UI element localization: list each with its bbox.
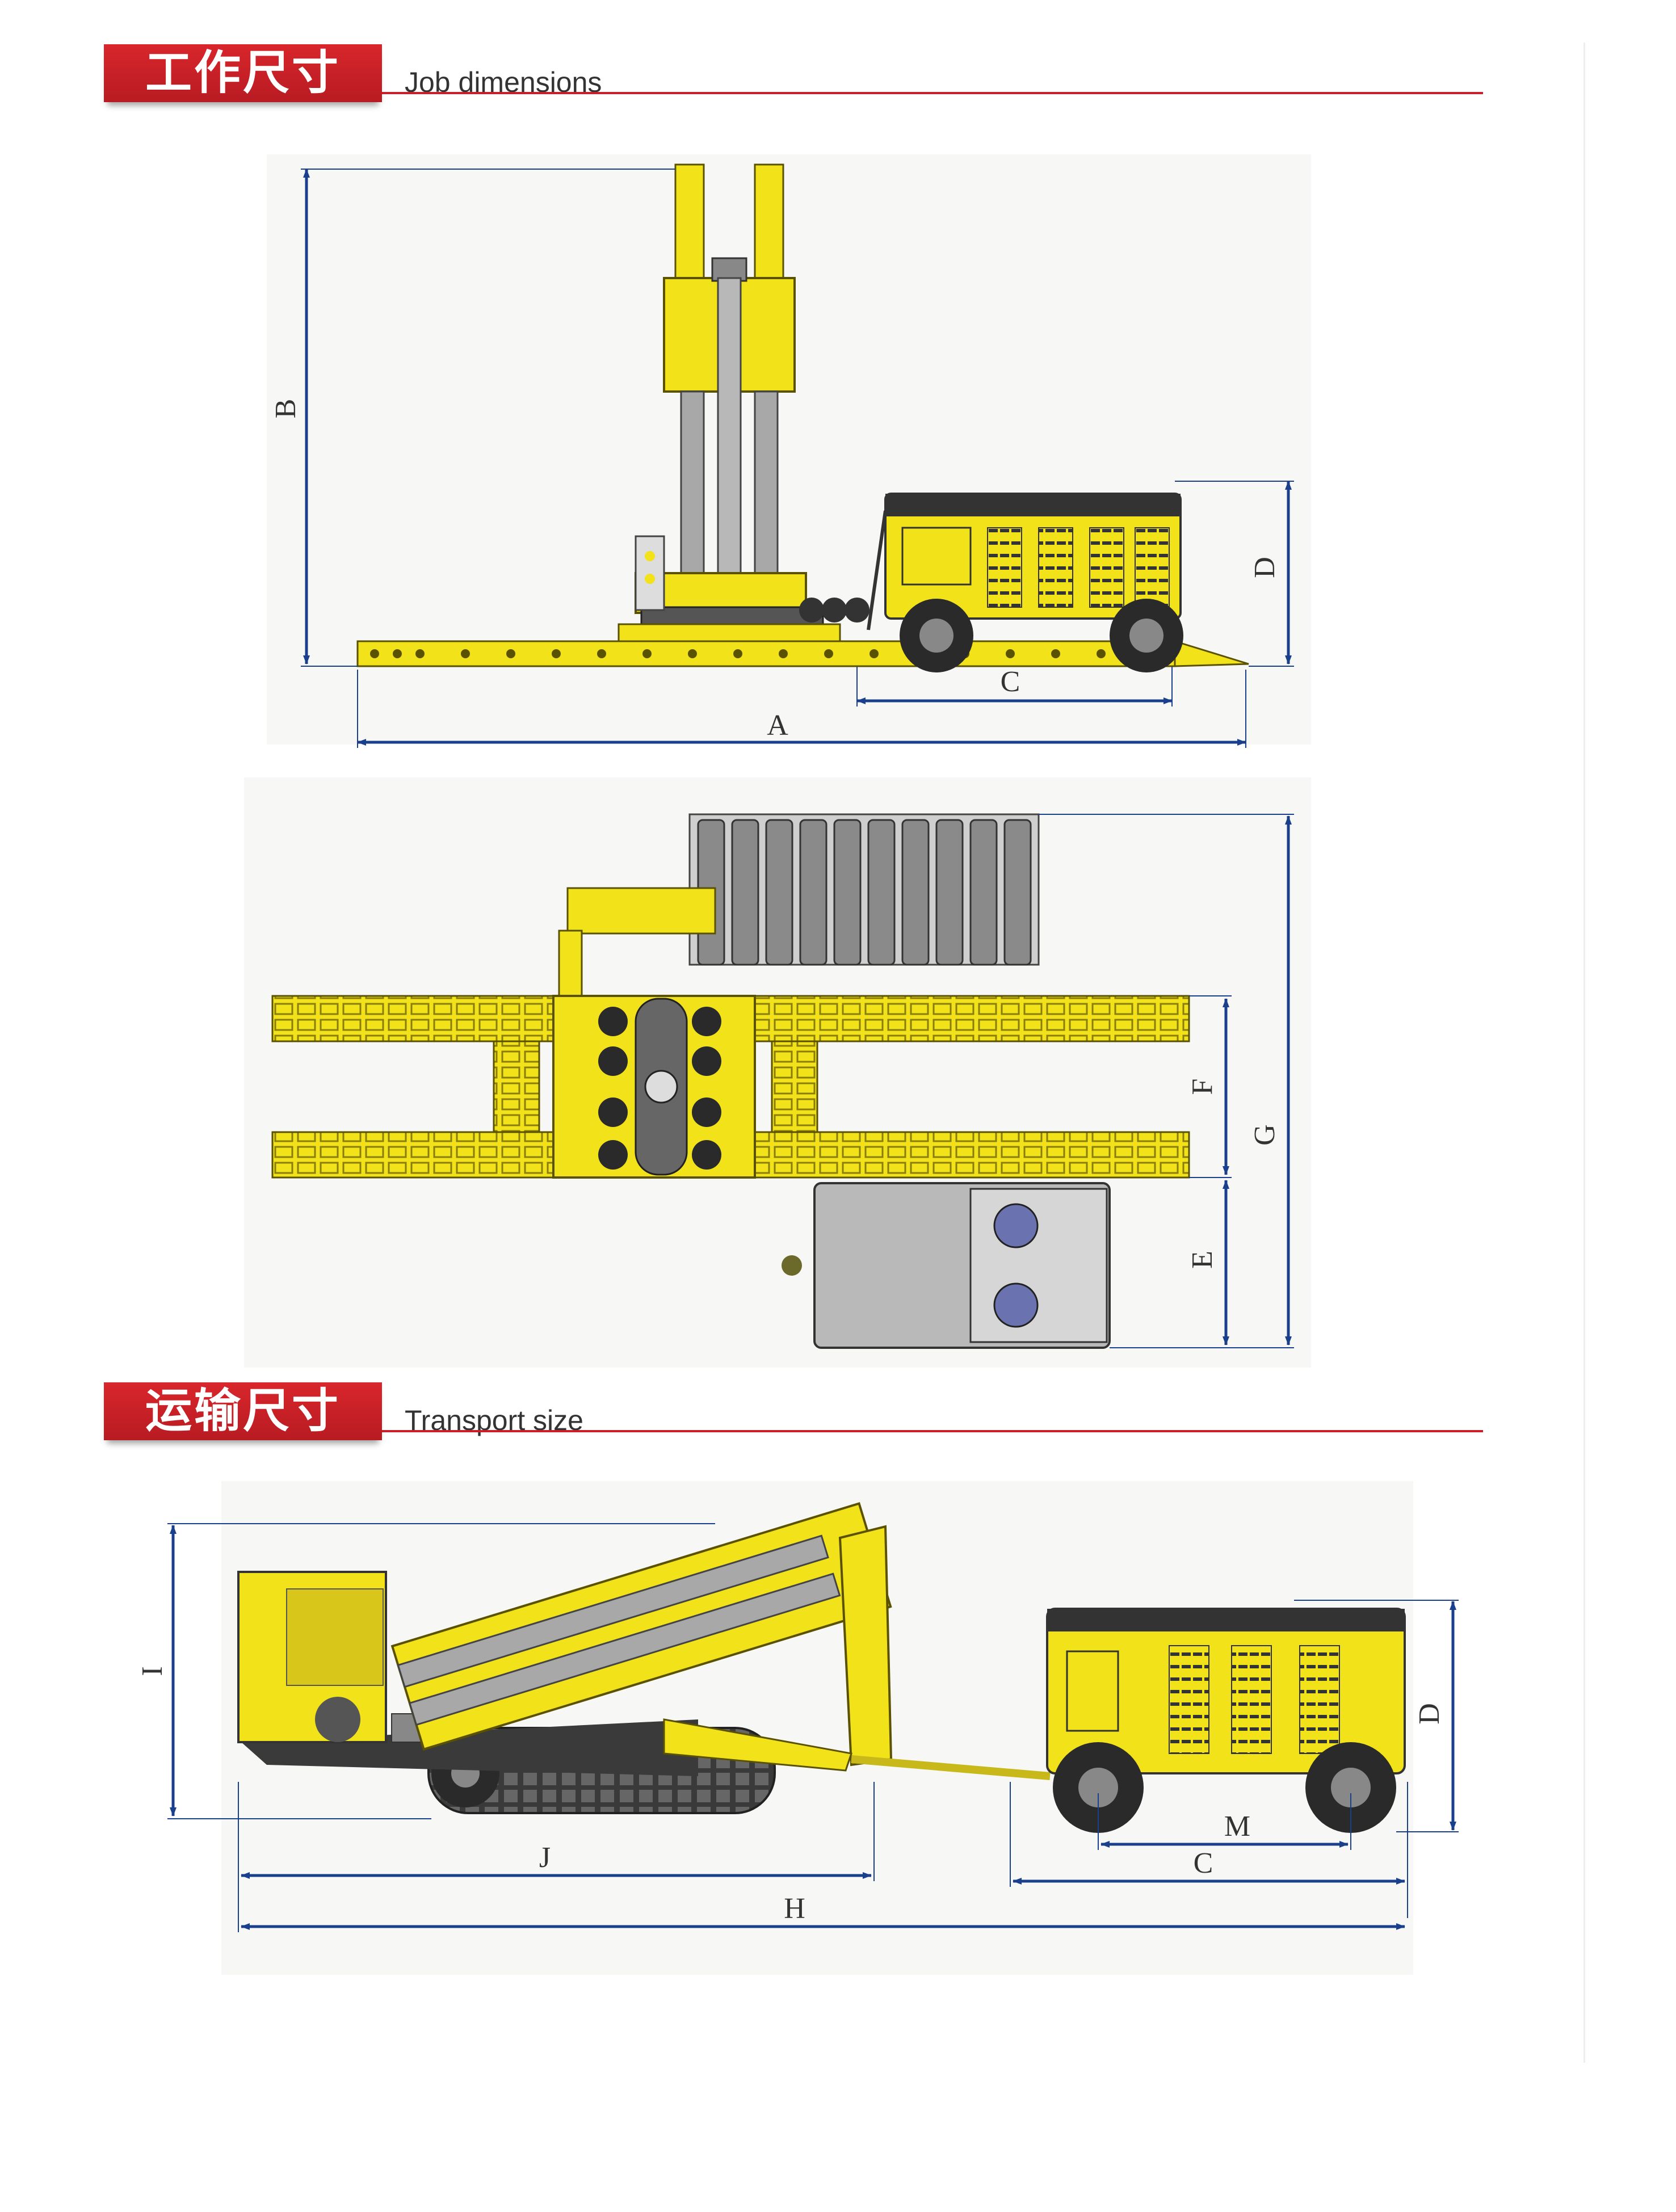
section-title-box <box>104 44 382 102</box>
dimension-label-h: H <box>784 1893 805 1925</box>
dimension-label-d-transport: D <box>1413 1703 1446 1725</box>
section-underline <box>382 1430 1483 1432</box>
section-header-job-dimensions: 工作尺寸 Job dimensions <box>104 44 1483 112</box>
section-underline <box>382 92 1483 94</box>
dimension-label-j: J <box>539 1841 551 1874</box>
page-right-margin-rule <box>1583 43 1585 2063</box>
drawing-transport-side-view: I D M C J H <box>136 1481 1459 1975</box>
tow-bar <box>851 1755 1051 1780</box>
carrier-frame <box>241 1719 698 1776</box>
guide-rod-left <box>680 390 705 580</box>
dimension-label-c-transport: C <box>1194 1847 1213 1879</box>
control-panel <box>635 535 665 611</box>
dimension-label-i: I <box>136 1666 169 1676</box>
guide-rod-center <box>717 277 742 580</box>
dimension-label-a: A <box>767 709 788 742</box>
dimension-label-c-job: C <box>1001 666 1020 698</box>
dimension-label-b: B <box>270 399 302 419</box>
section-title-box <box>104 1382 382 1440</box>
dimension-label-m: M <box>1224 1810 1250 1843</box>
section-title-cn: 工作尺寸 <box>145 46 341 100</box>
drawing-job-side-view: B D C A <box>267 154 1311 748</box>
section-title-cn: 运输尺寸 <box>145 1384 341 1438</box>
rod-loader-arm <box>566 887 716 935</box>
dimension-label-d-job: D <box>1249 557 1281 578</box>
dimension-label-g: G <box>1249 1124 1281 1146</box>
drawing-job-top-view: F E G <box>244 777 1311 1368</box>
dimension-label-e: E <box>1186 1251 1219 1269</box>
guide-rod-right <box>754 390 779 580</box>
dimension-label-f: F <box>1186 1079 1219 1095</box>
trailer-bed <box>356 640 1176 667</box>
section-header-transport-size: 运输尺寸 Transport size <box>104 1382 1483 1450</box>
